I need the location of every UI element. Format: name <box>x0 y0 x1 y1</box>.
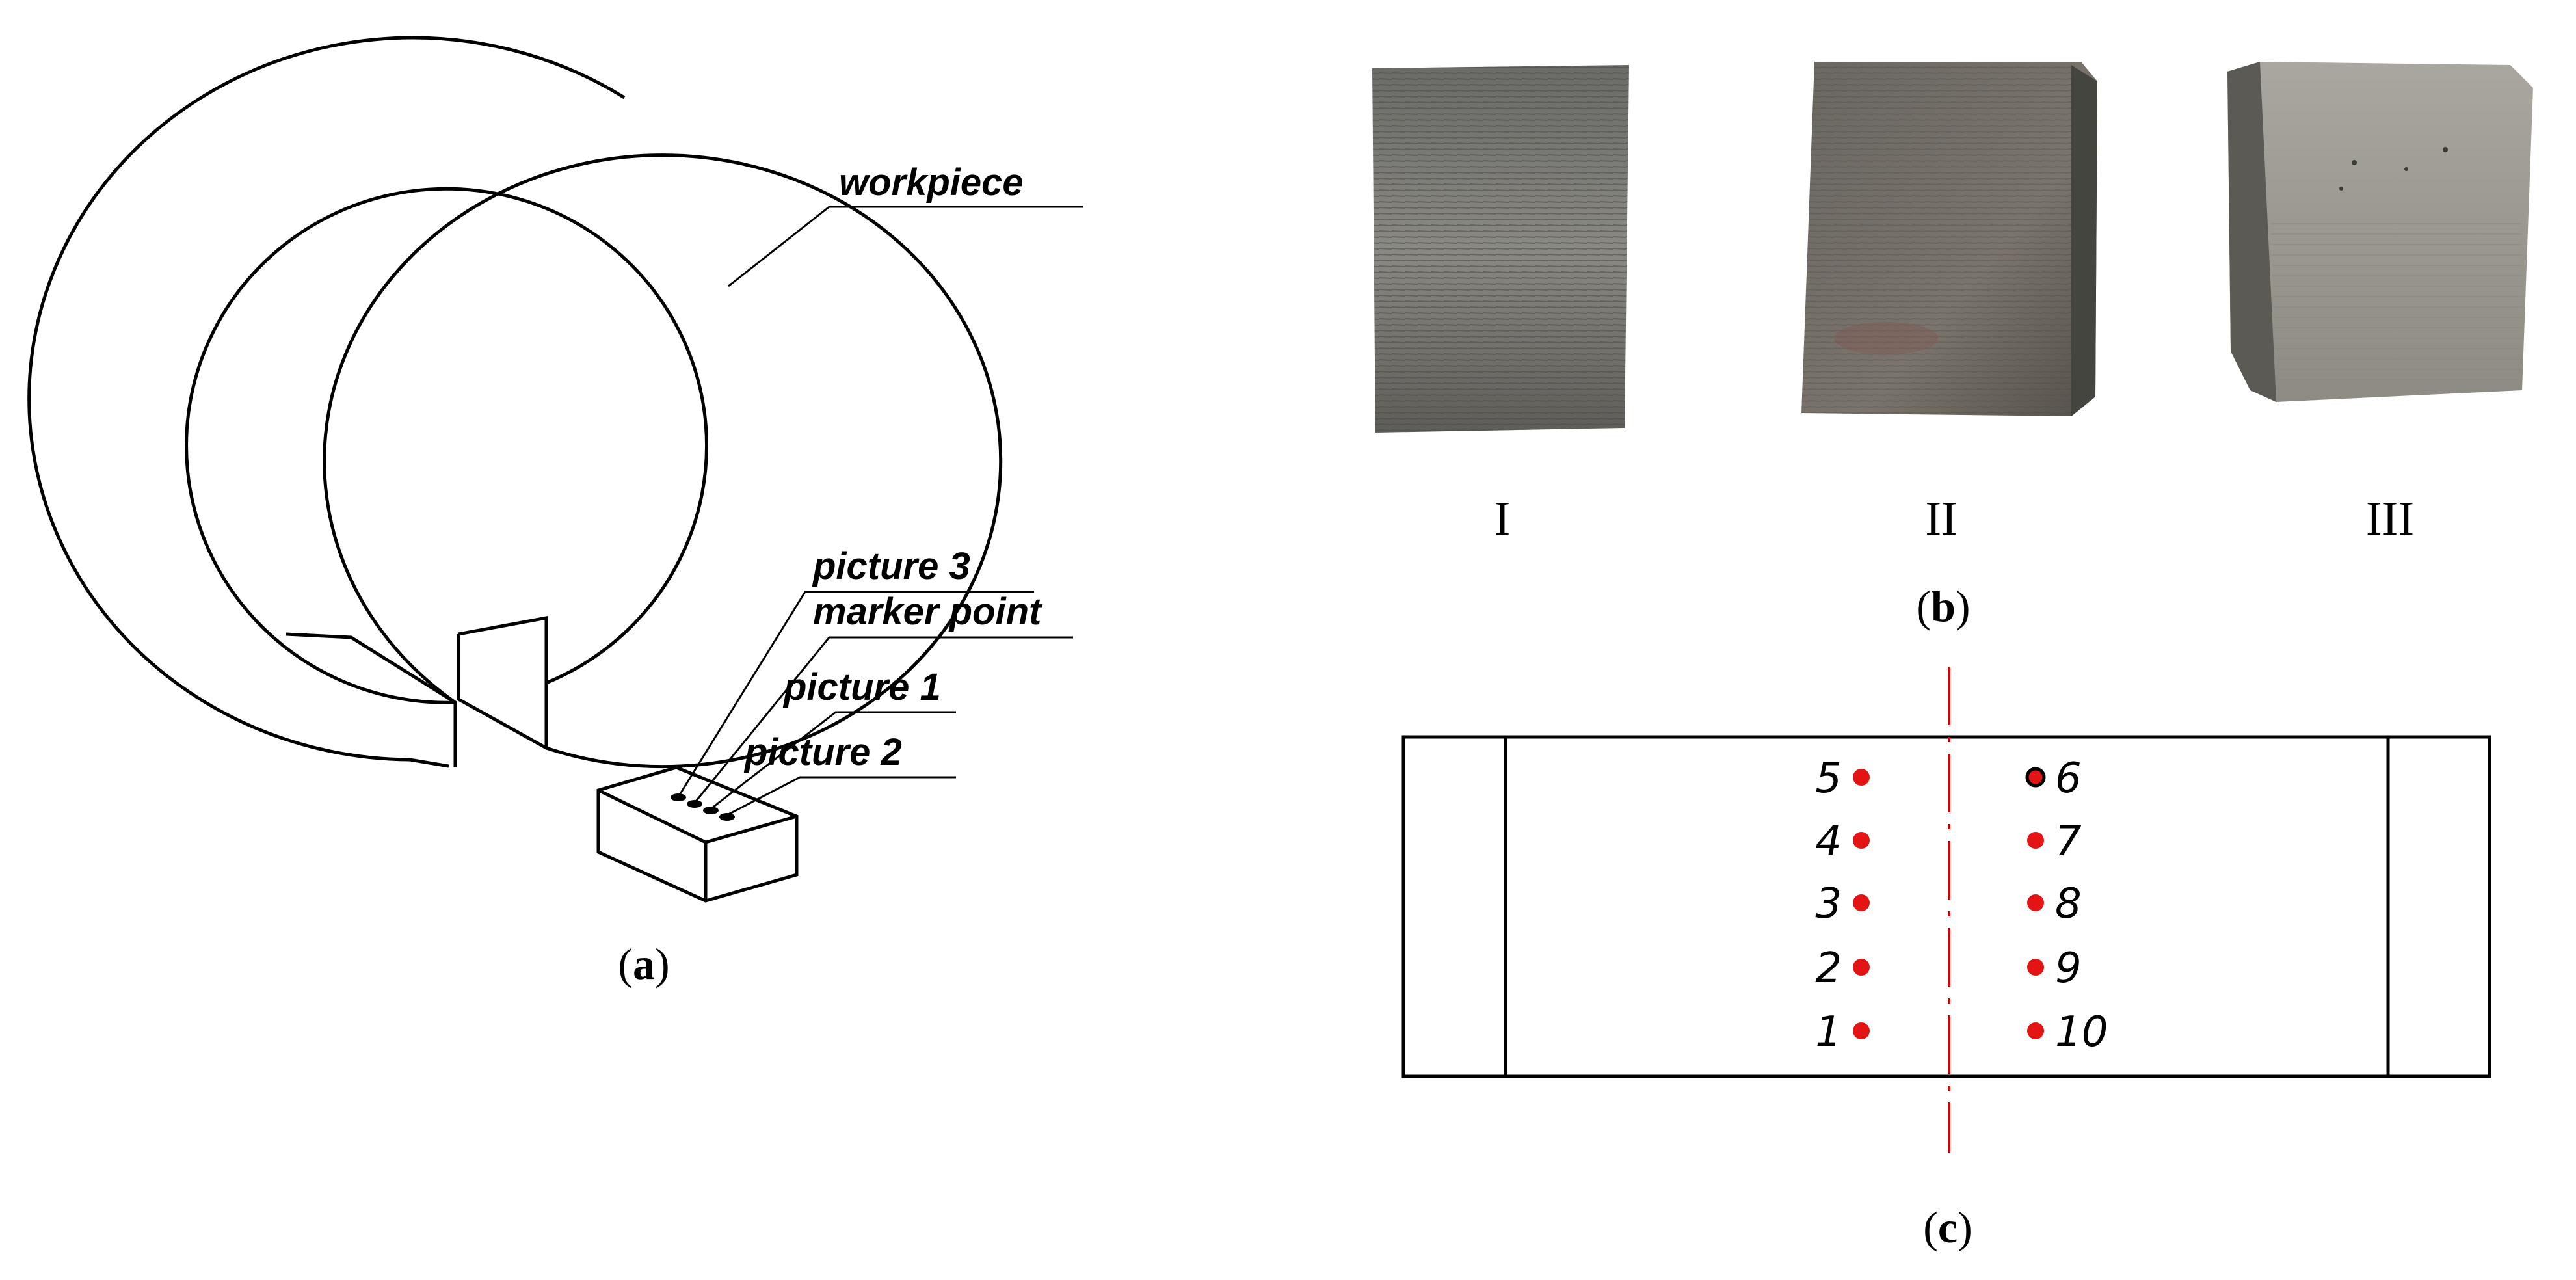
point-label-4: 4 <box>1815 818 1842 866</box>
sample-photo-II <box>1801 62 2097 416</box>
workpiece-cut-face-left <box>285 632 457 767</box>
point-label-10: 10 <box>2055 1008 2108 1056</box>
measurement-point-9 <box>2027 959 2044 976</box>
panel-a-workpiece-diagram: workpiece picture 3 marker point picture… <box>27 36 1083 989</box>
point-label-6: 6 <box>2055 754 2082 803</box>
label-picture-1: picture 1 <box>782 666 941 708</box>
measurement-point-4 <box>1853 832 1870 849</box>
workpiece-ring-inner <box>185 187 708 704</box>
measurement-point-2 <box>1853 959 1870 976</box>
picture-2-mark <box>719 813 735 821</box>
measurement-point-8 <box>2027 894 2044 911</box>
panel-c-measurement-points: 5 4 3 2 1 6 7 8 9 10 (c) <box>1401 667 2491 1252</box>
caption-c: (c) <box>1923 1203 1972 1252</box>
leader-lines <box>678 206 1083 816</box>
sample-piece <box>596 766 799 903</box>
sample-label-II: II <box>1925 492 1957 546</box>
measurement-points: 5 4 3 2 1 6 7 8 9 10 <box>1815 754 2108 1056</box>
measurement-point-7 <box>2027 832 2044 849</box>
point-label-2: 2 <box>1815 944 1842 993</box>
sample-photo-III <box>2227 62 2533 402</box>
workpiece-ring-back <box>27 36 626 768</box>
measurement-point-6 <box>2025 767 2046 788</box>
point-label-5: 5 <box>1815 754 1842 803</box>
point-label-1: 1 <box>1815 1008 1842 1056</box>
label-workpiece: workpiece <box>839 161 1024 204</box>
measurement-point-10 <box>2027 1022 2044 1039</box>
picture-1-mark <box>703 807 719 814</box>
caption-b: (b) <box>1916 581 1970 631</box>
measurement-point-3 <box>1853 894 1870 911</box>
label-picture-3: picture 3 <box>812 545 970 587</box>
point-label-7: 7 <box>2055 818 2082 866</box>
measurement-point-1 <box>1853 1022 1870 1039</box>
marker-point-mark <box>687 800 702 808</box>
label-marker-point: marker point <box>813 591 1043 633</box>
measurement-point-5 <box>1853 769 1870 786</box>
sample-outline <box>1401 735 2491 1078</box>
point-label-8: 8 <box>2055 880 2082 928</box>
point-label-9: 9 <box>2055 944 2082 993</box>
caption-a: (a) <box>618 939 669 989</box>
panel-b-sample-photos: I II III (b) <box>1372 62 2533 631</box>
sample-label-I: I <box>1494 492 1511 546</box>
workpiece-cut-face-right <box>457 615 548 750</box>
sample-label-III: III <box>2366 492 2414 546</box>
sample-photo-I <box>1372 65 1629 433</box>
picture-3-mark <box>671 793 686 801</box>
label-picture-2: picture 2 <box>743 731 902 773</box>
point-label-3: 3 <box>1815 880 1842 928</box>
